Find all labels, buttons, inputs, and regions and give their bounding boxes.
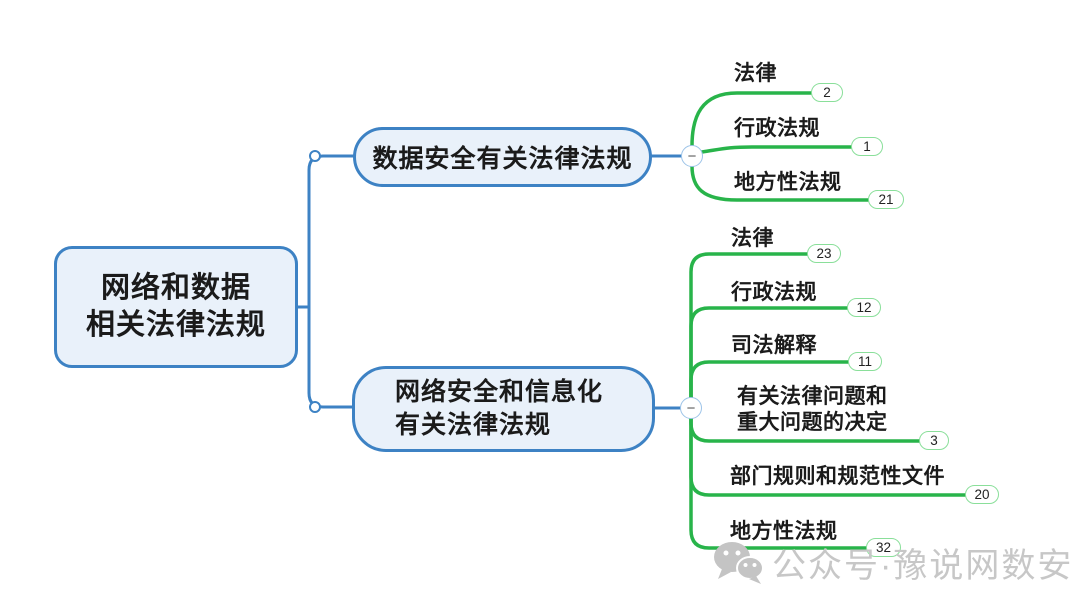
leaf-label[interactable]: 部门规则和规范性文件 (730, 465, 945, 488)
count-value: 21 (878, 192, 894, 207)
branch-node-label: 网络安全和信息化 有关法律法规 (395, 378, 604, 439)
count-value: 3 (930, 433, 938, 448)
count-value: 12 (856, 300, 872, 315)
count-badge[interactable]: 2 (811, 83, 843, 102)
count-value: 11 (857, 354, 872, 369)
leaf-label[interactable]: 地方性法规 (734, 171, 842, 194)
count-badge[interactable]: 12 (847, 298, 881, 317)
count-badge[interactable]: 23 (807, 244, 841, 263)
count-value: 23 (816, 246, 832, 261)
count-badge[interactable]: 11 (848, 352, 882, 371)
branch-node-network-security[interactable]: 网络安全和信息化 有关法律法规 (352, 366, 655, 452)
count-value: 2 (823, 85, 831, 100)
minus-icon: − (686, 399, 696, 417)
count-badge[interactable]: 21 (868, 190, 904, 209)
collapse-toggle-branch1[interactable]: − (681, 145, 703, 167)
root-node-label: 网络和数据 相关法律法规 (85, 272, 266, 341)
count-value: 1 (863, 139, 871, 154)
leaf-label[interactable]: 行政法规 (734, 117, 820, 140)
count-badge[interactable]: 1 (851, 137, 883, 156)
leaf-label[interactable]: 地方性法规 (730, 520, 838, 543)
branch-node-data-security[interactable]: 数据安全有关法律法规 (353, 127, 652, 187)
leaf-label[interactable]: 法律 (731, 227, 774, 250)
leaf-label[interactable]: 司法解释 (731, 334, 817, 357)
count-badge[interactable]: 3 (919, 431, 949, 450)
count-value: 20 (974, 487, 990, 502)
collapse-toggle-branch2[interactable]: − (680, 397, 702, 419)
watermark: 公众号·豫说网数安 (712, 538, 1073, 587)
leaf-label[interactable]: 行政法规 (731, 281, 817, 304)
branch-anchor-dots (309, 150, 321, 413)
count-value: 32 (875, 540, 892, 555)
root-node[interactable]: 网络和数据 相关法律法规 (54, 246, 298, 368)
count-badge[interactable]: 20 (965, 485, 999, 504)
branch-node-label: 数据安全有关法律法规 (372, 145, 633, 173)
leaf-label[interactable]: 法律 (734, 62, 777, 85)
minus-icon: − (687, 147, 697, 165)
leaf-label[interactable]: 有关法律问题和 重大问题的决定 (737, 385, 888, 434)
watermark-text: 公众号·豫说网数安 (772, 547, 1074, 585)
count-badge[interactable]: 32 (866, 538, 901, 557)
wechat-icon (714, 541, 764, 584)
